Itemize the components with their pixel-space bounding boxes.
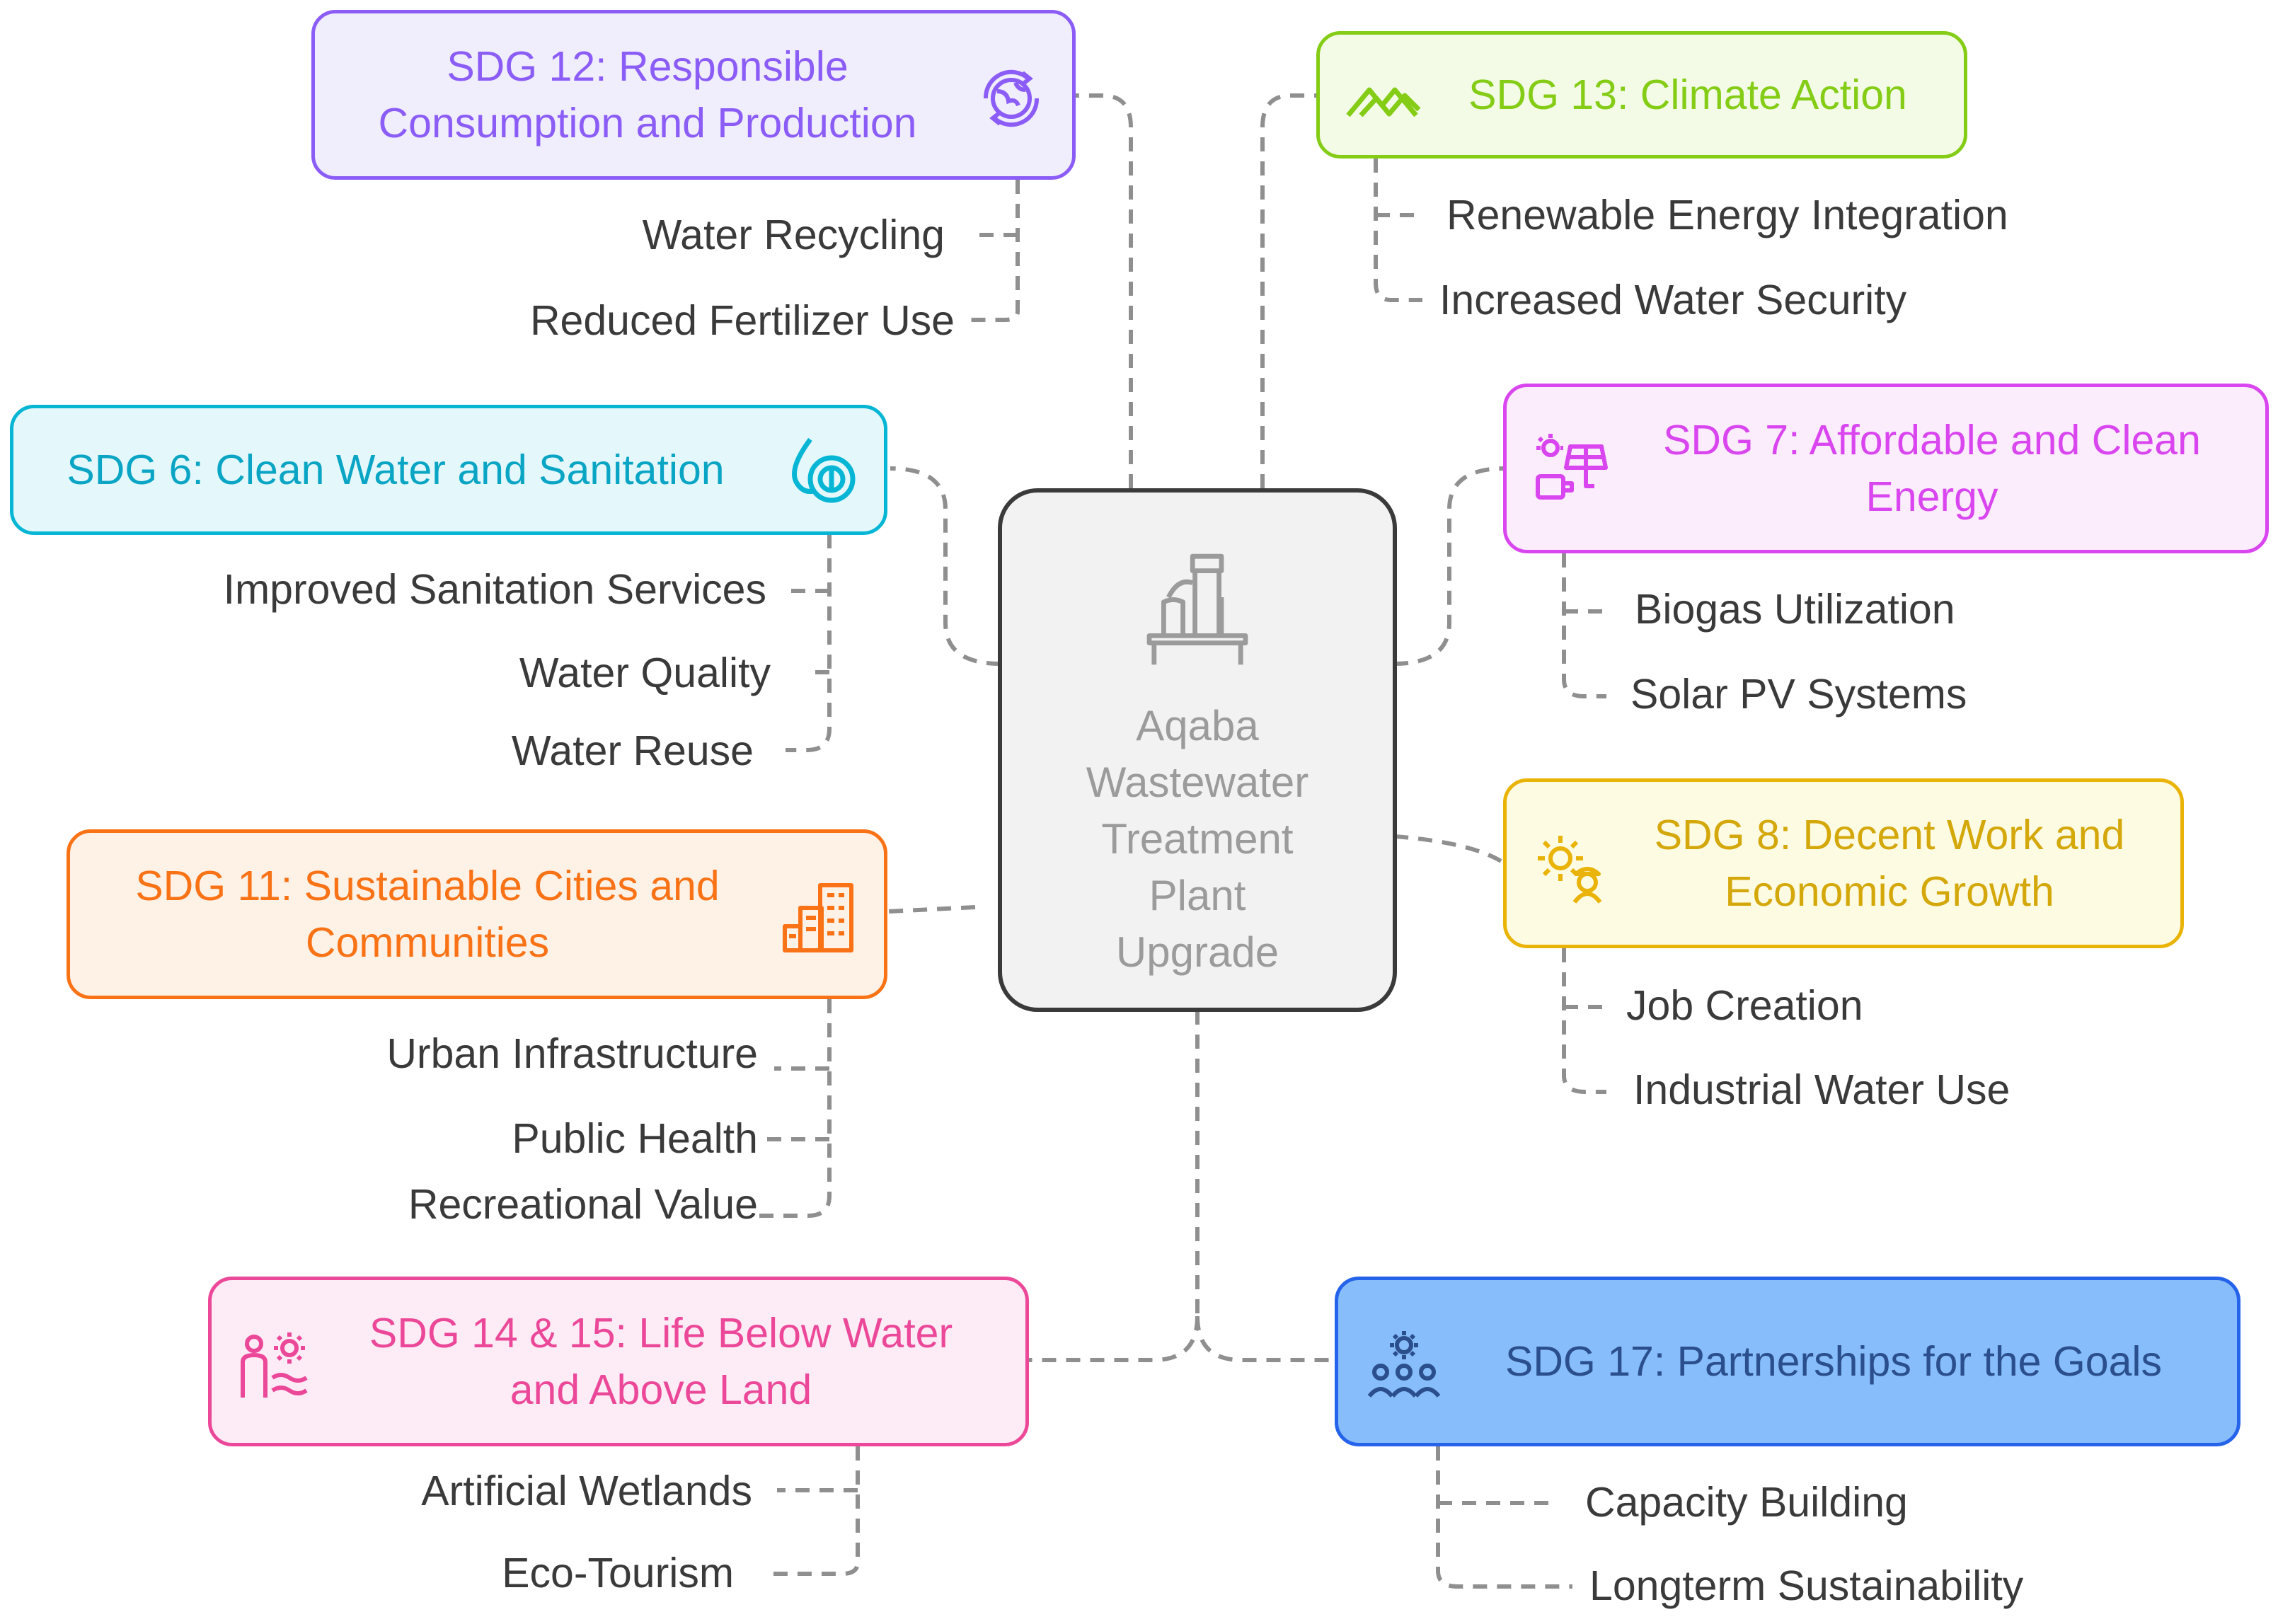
sdg7-leaf-1: Solar PV Systems: [1630, 671, 1967, 718]
center-node: Aqaba Wastewater Treatment Plant Upgrade: [998, 488, 1397, 1012]
sdg14-15-leaf-0: Artificial Wetlands: [421, 1468, 752, 1514]
sdg13-leaf-0: Renewable Energy Integration: [1446, 192, 2008, 238]
sdg17-leaf-1: Longterm Sustainability: [1589, 1562, 2024, 1609]
sdg11-title: SDG 11: Sustainable Cities and Communiti…: [135, 863, 720, 966]
sdg12-leaf-0: Water Recycling: [642, 212, 945, 258]
connector-center-sdg6: [890, 466, 1001, 666]
sdg13-title: SDG 13: Climate Action: [1468, 71, 1907, 118]
gear-worker-icon: [1538, 836, 1602, 904]
sdg17-leaf-0: Capacity Building: [1585, 1479, 1908, 1526]
city-buildings-icon: [783, 883, 853, 952]
connector-center-sdg12: [1074, 93, 1133, 488]
sdg14-15-title: SDG 14 & 15: Life Below Water and Above …: [369, 1310, 953, 1413]
connector-center-sdg8: [1393, 834, 1506, 865]
sdg12-leaf-1: Reduced Fertilizer Use: [529, 297, 955, 344]
node-sdg13[interactable]: SDG 13: Climate Action: [1316, 31, 1967, 159]
node-sdg14-15[interactable]: SDG 14 & 15: Life Below Water and Above …: [208, 1277, 1029, 1446]
sdg8-leaf-0: Job Creation: [1626, 982, 1863, 1029]
connector-center-sdg13: [1260, 93, 1319, 488]
sdg8-title: SDG 8: Decent Work and Economic Growth: [1654, 812, 2125, 915]
sdg6-leaf-2: Water Reuse: [511, 727, 754, 774]
plant-building-icon: [1146, 553, 1248, 665]
sdg14-15-leaf-1: Eco-Tourism: [502, 1550, 734, 1596]
recycle-globe-icon: [983, 69, 1040, 127]
node-sdg8[interactable]: SDG 8: Decent Work and Economic Growth: [1503, 778, 2184, 948]
partnership-group-icon: [1367, 1331, 1441, 1398]
sdg11-leaf-0: Urban Infrastructure: [386, 1030, 758, 1077]
mountain-trend-icon: [1346, 87, 1421, 117]
water-drop-icon: [792, 437, 856, 503]
center-title: Aqaba Wastewater Treatment Plant Upgrade: [1086, 702, 1309, 976]
sdg11-leaf-2: Recreational Value: [408, 1181, 758, 1228]
node-sdg6[interactable]: SDG 6: Clean Water and Sanitation: [10, 405, 887, 535]
sdg7-title: SDG 7: Affordable and Clean Energy: [1663, 417, 2201, 520]
sdg8-leaf-1: Industrial Water Use: [1633, 1066, 2010, 1113]
solar-energy-icon: [1536, 434, 1608, 500]
person-sun-water-icon: [241, 1332, 308, 1398]
connector-center-sdg7: [1393, 466, 1505, 666]
node-sdg17[interactable]: SDG 17: Partnerships for the Goals: [1335, 1277, 2240, 1446]
node-sdg12[interactable]: SDG 12: Responsible Consumption and Prod…: [311, 10, 1076, 180]
sdg6-title: SDG 6: Clean Water and Sanitation: [67, 447, 725, 493]
sdg6-leaf-1: Water Quality: [519, 650, 771, 696]
node-sdg11[interactable]: SDG 11: Sustainable Cities and Communiti…: [67, 829, 887, 999]
sdg6-leaf-0: Improved Sanitation Services: [223, 566, 766, 613]
sdg13-leaf-1: Increased Water Security: [1439, 277, 1907, 323]
sdg7-leaf-0: Biogas Utilization: [1635, 586, 1955, 633]
sdg11-leaf-1: Public Health: [512, 1115, 758, 1162]
node-sdg7[interactable]: SDG 7: Affordable and Clean Energy: [1503, 384, 2269, 553]
connector-center-sdg17: [1195, 1315, 1336, 1362]
connector-center-sdg14: [1028, 1315, 1200, 1362]
connector-center-sdg11: [888, 905, 976, 914]
sdg17-title: SDG 17: Partnerships for the Goals: [1505, 1338, 2163, 1385]
sdg12-title: SDG 12: Responsible Consumption and Prod…: [378, 43, 917, 146]
